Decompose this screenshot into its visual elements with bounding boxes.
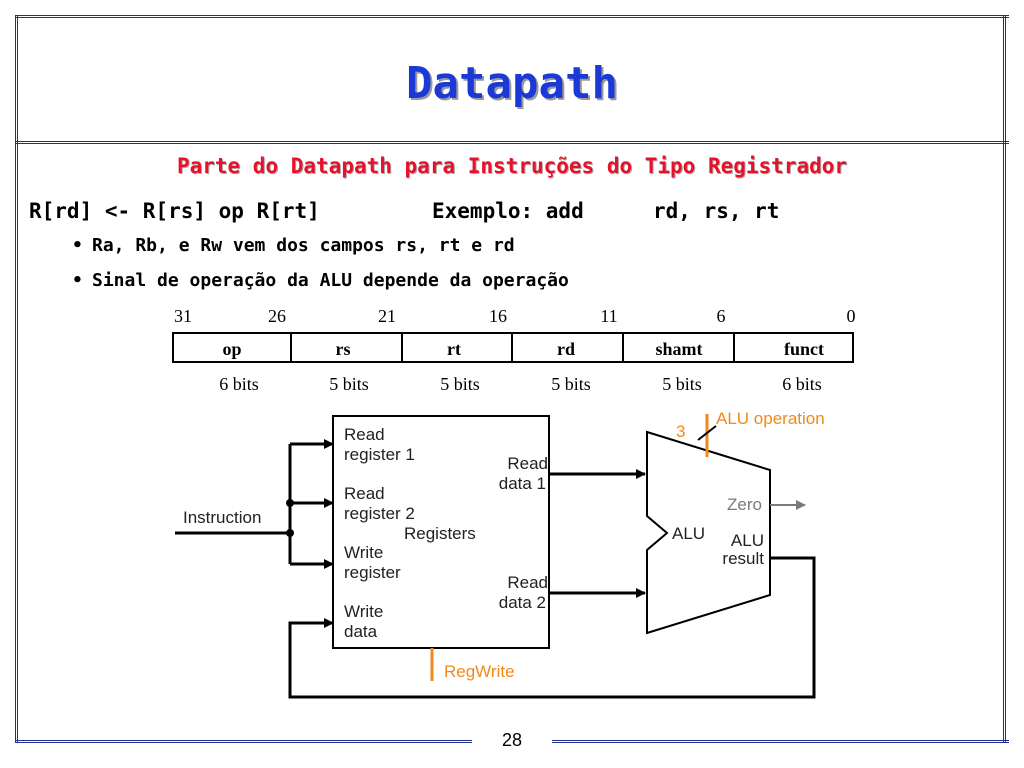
bullet-text: Ra, Rb, e Rw vem dos campos rs, rt e rd <box>92 235 515 256</box>
register-file <box>332 415 550 649</box>
alu-shape <box>646 430 771 635</box>
read-register-2-label: register 2 <box>344 504 415 523</box>
write-register-label: register <box>344 563 401 582</box>
bullet-dot: • <box>72 270 83 291</box>
junction-dot <box>286 529 294 537</box>
bullet-dot: • <box>72 235 83 256</box>
slide-subtitle: Parte do Datapath para Instruções do Tip… <box>176 154 848 178</box>
read-register-1-label: Read <box>344 425 385 444</box>
alu-operation-label: ALU operation <box>716 409 825 428</box>
alu-operation-slash <box>697 425 717 441</box>
write-register-label: Write <box>344 543 383 562</box>
bullet-text: Sinal de operação da ALU depende da oper… <box>92 270 569 291</box>
frame-top <box>15 15 1009 18</box>
slide-title: Datapath <box>406 58 618 109</box>
read-data-1-label: Read <box>507 454 548 473</box>
alu-label: ALU <box>672 524 705 543</box>
field-name: op <box>222 339 241 359</box>
frame-left <box>15 15 18 743</box>
read-register-1-label: register 1 <box>344 445 415 464</box>
bit-position: 6 <box>717 306 726 326</box>
footer-line-right <box>552 740 1009 743</box>
example-args: rd, rs, rt <box>653 199 780 223</box>
bit-position: 31 <box>174 306 192 326</box>
regwrite-label: RegWrite <box>444 662 515 681</box>
field-name: shamt <box>655 339 702 359</box>
field-width: 5 bits <box>551 374 591 394</box>
field-name: rd <box>557 339 575 359</box>
write-back-wire <box>288 556 816 699</box>
bit-position: 26 <box>268 306 286 326</box>
bit-position: 21 <box>378 306 396 326</box>
field-width: 6 bits <box>782 374 822 394</box>
read-data-2-label: Read <box>507 573 548 592</box>
alu-result-label: ALU <box>731 531 764 550</box>
write-data-label: data <box>344 622 378 641</box>
bit-position: 16 <box>489 306 507 326</box>
field-width: 6 bits <box>219 374 259 394</box>
field-width: 5 bits <box>662 374 702 394</box>
bit-position: 11 <box>600 306 617 326</box>
instruction-bus <box>175 439 334 569</box>
junction-dot <box>286 499 294 507</box>
field-name: rs <box>336 339 351 359</box>
read-data-1-label: data 1 <box>499 474 546 493</box>
footer-line-left <box>15 740 472 743</box>
field-name: rt <box>447 339 461 359</box>
field-name: funct <box>784 339 824 359</box>
alu-result-label: result <box>722 549 764 568</box>
instruction-format-box <box>172 332 854 363</box>
rtl-expression: R[rd] <- R[rs] op R[rt] <box>29 199 320 223</box>
field-width: 5 bits <box>440 374 480 394</box>
alu-operation-bits: 3 <box>676 422 685 441</box>
bullet-item: • Sinal de operação da ALU depende da ope… <box>72 270 569 291</box>
read-register-2-label: Read <box>344 484 385 503</box>
zero-label: Zero <box>727 495 762 514</box>
registers-title: Registers <box>404 524 476 543</box>
title-divider <box>15 141 1009 144</box>
bullet-item: • Ra, Rb, e Rw vem dos campos rs, rt e rd <box>72 235 515 256</box>
field-width: 5 bits <box>329 374 369 394</box>
example-label: Exemplo: add <box>432 199 584 223</box>
bit-position: 0 <box>847 306 856 326</box>
read-data-2-label: data 2 <box>499 593 546 612</box>
instruction-label: Instruction <box>183 508 261 527</box>
frame-right <box>1003 15 1006 743</box>
page-number: 28 <box>501 730 523 750</box>
write-data-label: Write <box>344 602 383 621</box>
